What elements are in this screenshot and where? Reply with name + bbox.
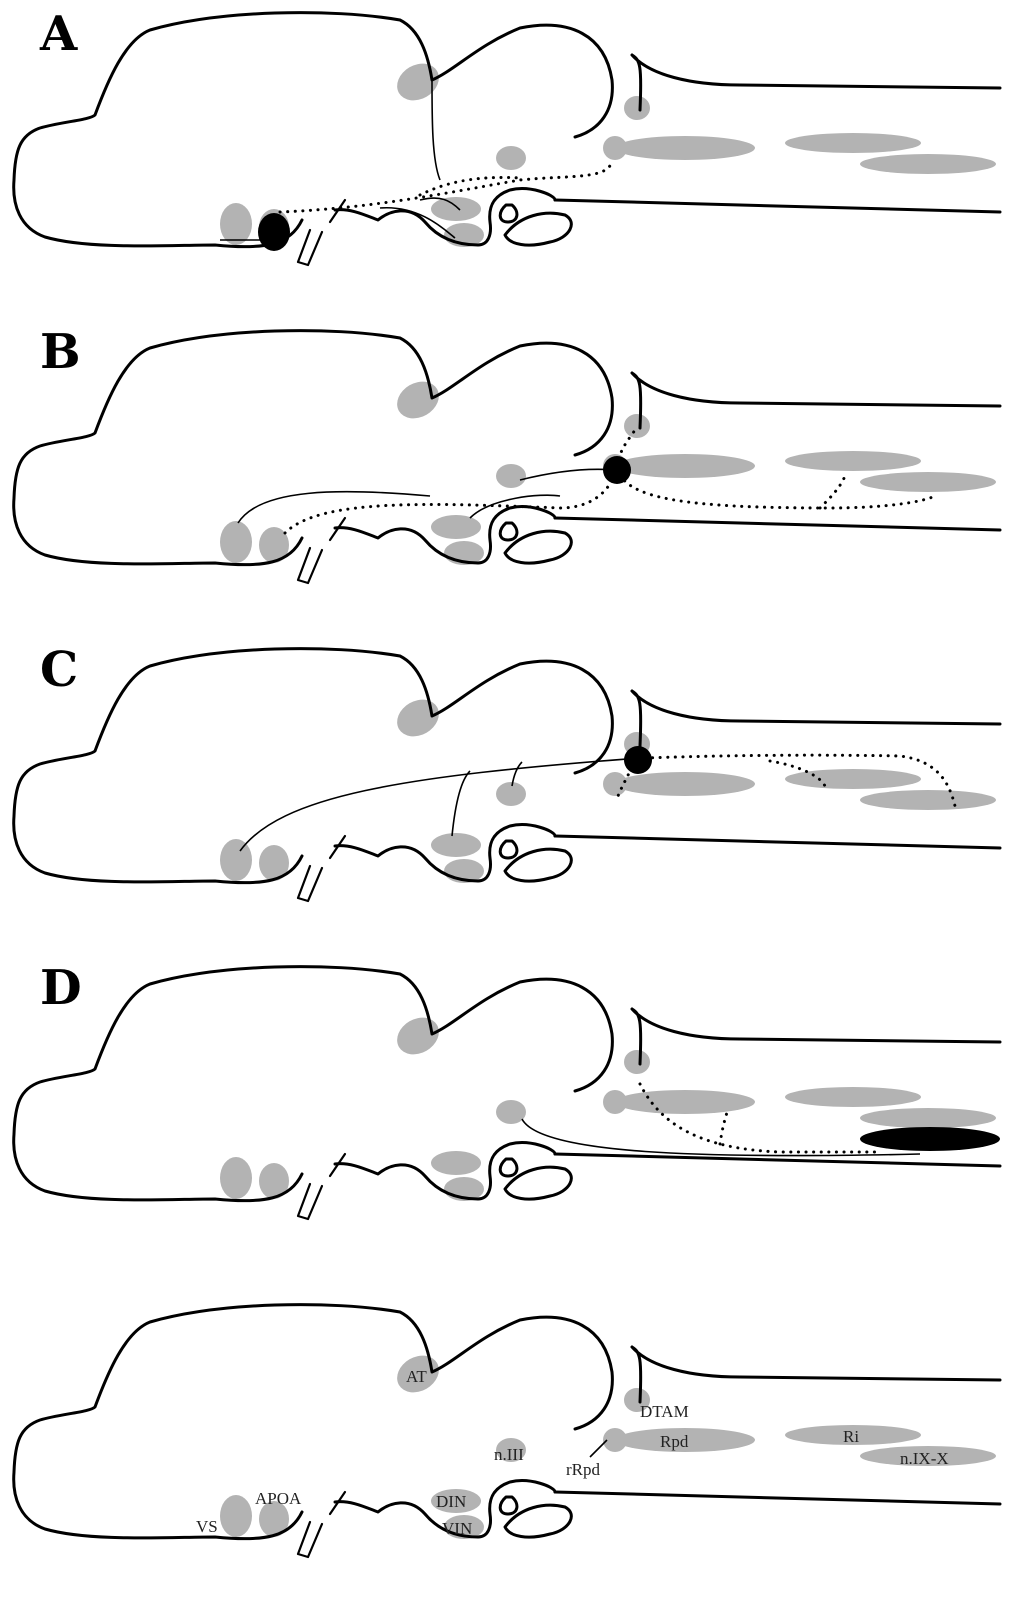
labeled-cell [624, 746, 652, 774]
label-n-IX-X: n.IX-X [900, 1449, 949, 1468]
label-DIN: DIN [436, 1492, 466, 1511]
label-VS: VS [196, 1517, 218, 1536]
labeled-cell [258, 213, 290, 251]
brain-diagram-labeled: AT DTAM n.III Rpd rRpd Ri n.IX-X VS APOA… [0, 1272, 1031, 1592]
label-n-III: n.III [494, 1445, 524, 1464]
panel-legend: AT DTAM n.III Rpd rRpd Ri n.IX-X VS APOA… [0, 1272, 1031, 1592]
label-APOA: APOA [255, 1489, 302, 1508]
brain-diagram-b [0, 318, 1031, 598]
labeled-cell [860, 1127, 1000, 1151]
panel-b: B [0, 318, 1031, 638]
label-DTAM: DTAM [640, 1402, 689, 1421]
label-AT: AT [406, 1367, 427, 1386]
brain-diagram-a [0, 0, 1031, 280]
label-VIN: VIN [442, 1519, 472, 1538]
brain-diagram-d [0, 954, 1031, 1234]
panel-d: D [0, 954, 1031, 1274]
label-Rpd: Rpd [660, 1432, 689, 1451]
panel-a: A [0, 0, 1031, 320]
panel-c: C [0, 636, 1031, 956]
labeled-cell [603, 456, 631, 484]
brain-diagram-c [0, 636, 1031, 916]
label-rRpd: rRpd [566, 1460, 601, 1479]
label-Ri: Ri [843, 1427, 859, 1446]
